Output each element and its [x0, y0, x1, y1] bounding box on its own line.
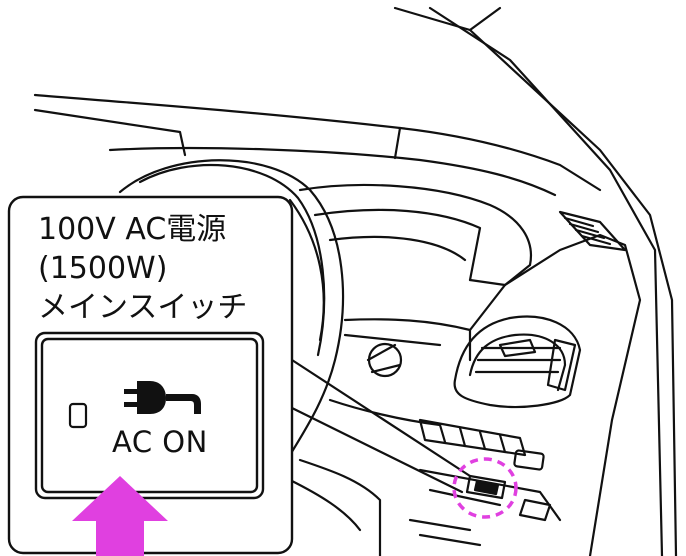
highlight-circle [452, 457, 518, 519]
callout-title-line1: 100V AC電源 [38, 212, 227, 247]
callout-box [7, 195, 294, 555]
indicator-lamp-icon [68, 402, 88, 429]
ac-button-panel [34, 331, 265, 500]
right-air-vent [558, 210, 627, 252]
cluster-hood [298, 183, 533, 287]
plug-icon [124, 381, 201, 414]
a-pillar-inner [428, 6, 664, 556]
center-console [503, 233, 642, 556]
dash-top-line [33, 93, 602, 192]
leader-line-lower [290, 406, 464, 494]
callout-title-line3: メインスイッチ [38, 290, 248, 325]
steering-wheel [118, 159, 345, 457]
press-arrow [72, 476, 168, 556]
center-air-vent [453, 315, 582, 409]
switch-panel [418, 418, 545, 471]
leader-line-upper [290, 358, 472, 478]
ac-on-label: AC ON [112, 425, 208, 459]
ac-switch-location [465, 474, 507, 500]
callout-title-line2: (1500W) [38, 251, 168, 286]
